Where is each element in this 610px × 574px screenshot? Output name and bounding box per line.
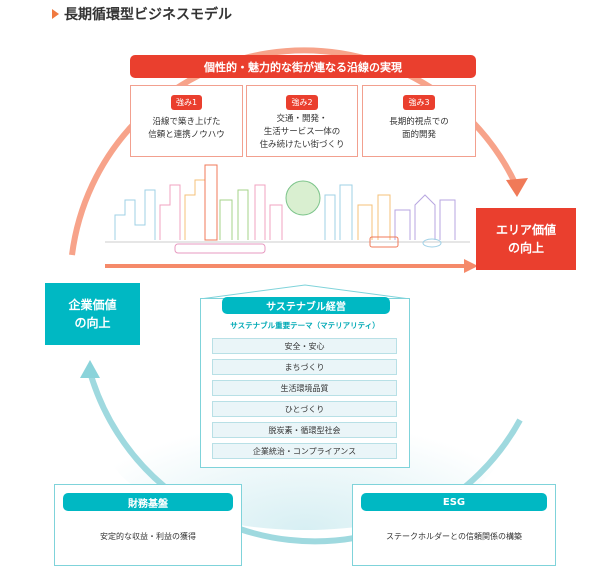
strength-card-3: 強み3 長期的視点での 面的開発 [362,85,476,157]
vision-banner: 個性的・魅力的な街が連なる沿線の実現 [130,55,476,78]
strength-text: 沿線で築き上げた 信頼と連携ノウハウ [148,117,225,140]
esg-box: ESG ステークホルダーとの信頼関係の構築 [352,484,556,566]
strength-text: 長期的視点での 面的開発 [389,117,449,140]
progress-arrow-head [464,259,478,273]
city-illustration [105,164,470,254]
strength-badge: 強み2 [286,95,318,110]
materiality-item: 生活環境品質 [212,380,397,396]
sustainable-heading: サステナブル経営 [222,297,390,314]
strength-card-2: 強み2 交通・開発・ 生活サービス一体の 住み続けたい街づくり [246,85,358,157]
strength-badge: 強み1 [170,95,203,110]
materiality-item: ひとづくり [212,401,397,417]
strength-text: 交通・開発・ 生活サービス一体の 住み続けたい街づくり [259,114,345,150]
area-value-box: エリア価値 の向上 [476,208,576,270]
house-roof [200,284,410,300]
page-title: 長期循環型ビジネスモデル [52,4,232,24]
financial-base-text: 安定的な収益・利益の獲得 [100,532,196,541]
materiality-item: 安全・安心 [212,338,397,354]
corporate-value-box: 企業価値 の向上 [45,283,140,345]
triangle-bullet-icon [52,9,59,19]
strength-badge: 強み3 [403,95,435,110]
financial-base-heading: 財務基盤 [63,493,233,511]
materiality-item: 脱炭素・循環型社会 [212,422,397,438]
arrow-head-teal [80,360,100,378]
esg-heading: ESG [361,493,547,511]
materiality-item: 企業統治・コンプライアンス [212,443,397,459]
arrow-head-orange [506,178,528,197]
strength-card-1: 強み1 沿線で築き上げた 信頼と連携ノウハウ [130,85,243,157]
materiality-item: まちづくり [212,359,397,375]
financial-base-box: 財務基盤 安定的な収益・利益の獲得 [54,484,242,566]
page-title-text: 長期循環型ビジネスモデル [64,7,232,23]
esg-text: ステークホルダーとの信頼関係の構築 [386,532,522,541]
materiality-subheading: サステナブル重要テーマ（マテリアリティ） [230,321,380,330]
